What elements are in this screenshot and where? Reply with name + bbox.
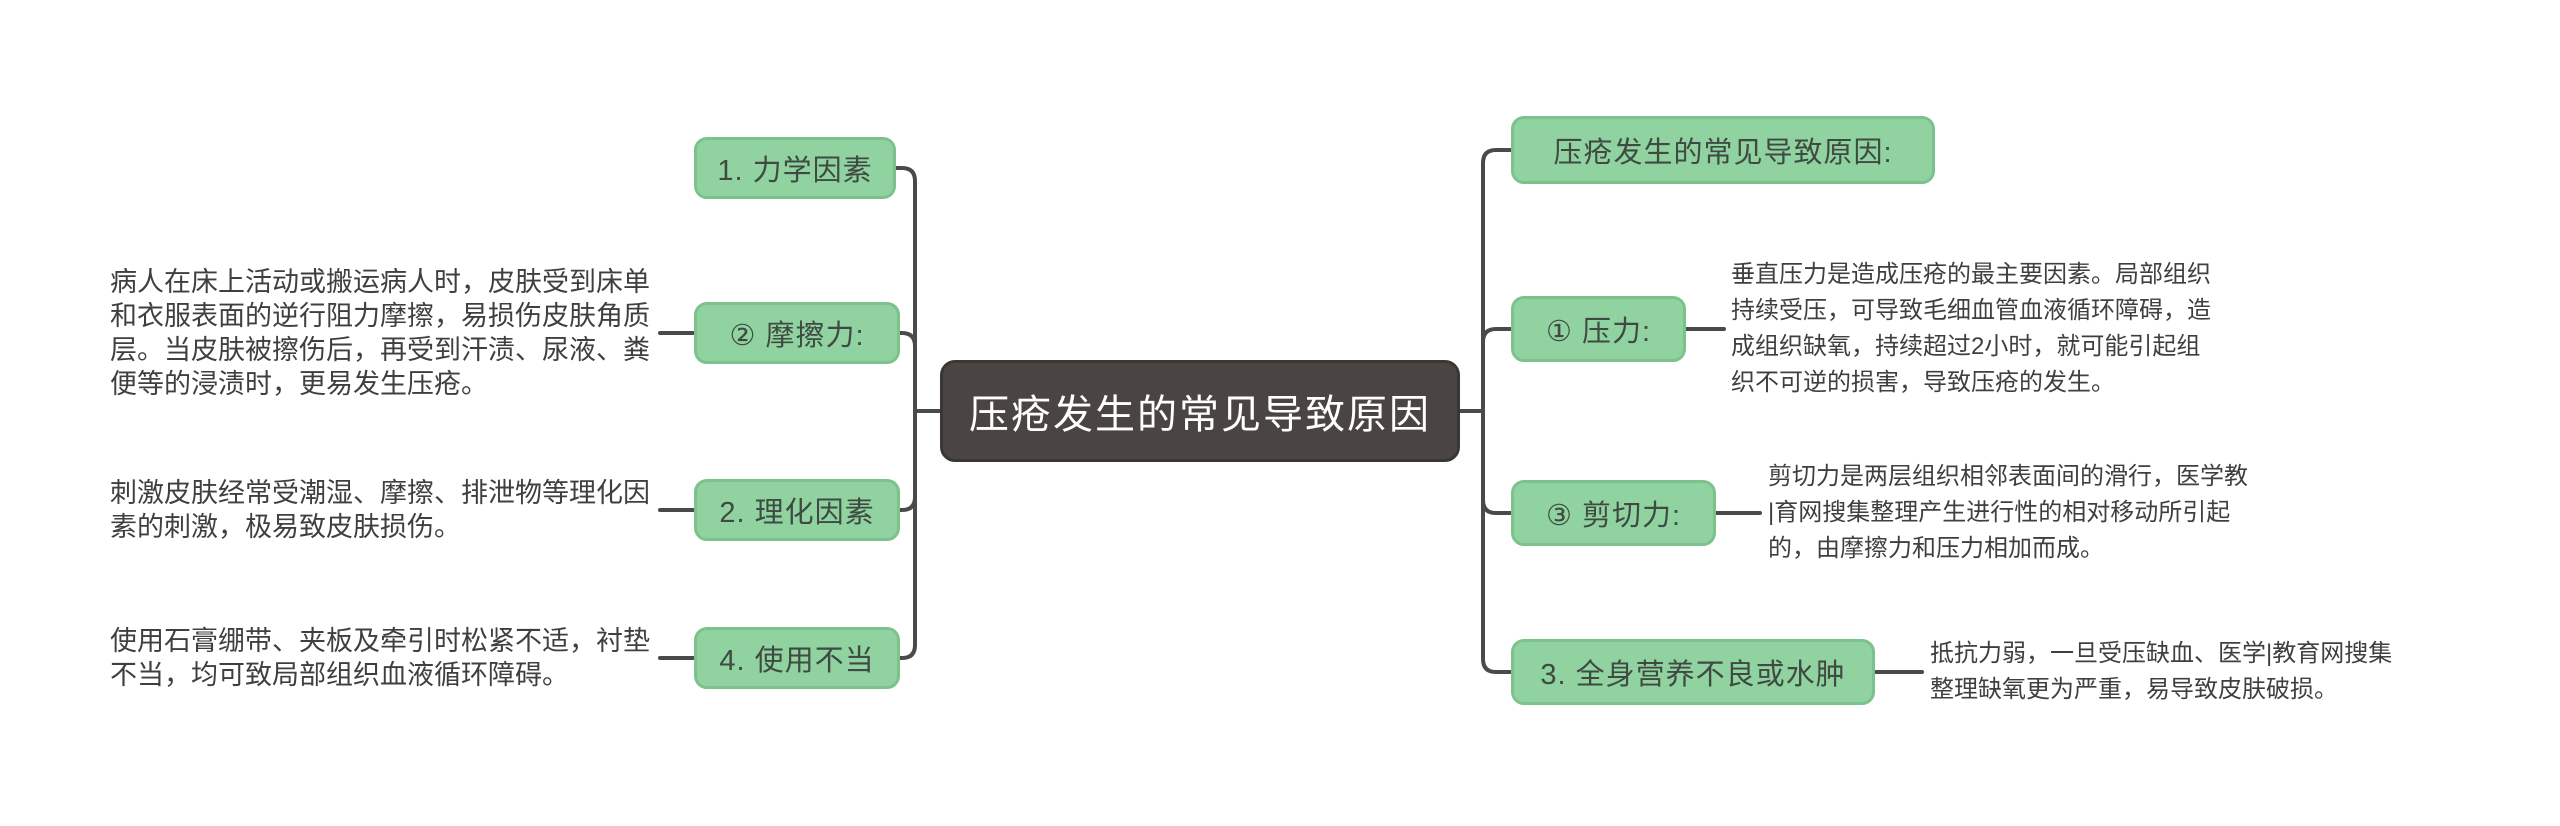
annotation-pressure: 垂直压力是造成压疮的最主要因素。局部组织 持续受压，可导致毛细血管血液循环障碍，… [1731,261,2211,396]
edge-left-improper [898,409,917,660]
edge-right-shear [1481,409,1513,515]
topic-malnutrition-edema[interactable]: 3. 全身营养不良或水肿 [1511,639,1875,705]
center-topic[interactable]: 压疮发生的常见导致原因 [940,360,1460,462]
edge-left-mech [894,166,917,413]
annotation-friction-force: 病人在床上活动或搬运病人时，皮肤受到床单 和衣服表面的逆行阻力摩擦，易损伤皮肤角… [110,267,650,399]
annotation-shear-force: 剪切力是两层组织相邻表面间的滑行，医学教 |育网搜集整理产生进行性的相对移动所引… [1768,463,2248,562]
edge-right-nutrition [1481,409,1513,674]
edge-right-pressure [1481,327,1513,413]
edge-left-physchem [898,409,917,512]
topic-common-causes-title[interactable]: 压疮发生的常见导致原因: [1511,116,1935,184]
edge-left-friction [898,331,917,413]
topic-physicochemical-factors[interactable]: 2. 理化因素 [694,479,900,541]
annotation-improper-use: 使用石膏绷带、夹板及牵引时松紧不适，衬垫 不当，均可致局部组织血液循环障碍。 [110,626,650,690]
topic-mechanical-factors[interactable]: 1. 力学因素 [694,137,896,199]
annotation-physicochemical-factors: 刺激皮肤经常受潮湿、摩擦、排泄物等理化因 素的刺激，极易致皮肤损伤。 [110,478,650,542]
topic-improper-use[interactable]: 4. 使用不当 [694,627,900,689]
annotation-malnutrition-edema: 抵抗力弱，一旦受压缺血、医学|教育网搜集 整理缺氧更为严重，易导致皮肤破损。 [1930,640,2393,703]
edge-right-title [1481,148,1513,413]
topic-shear-force[interactable]: ③ 剪切力: [1511,480,1716,546]
topic-pressure[interactable]: ① 压力: [1511,296,1686,362]
topic-friction-force[interactable]: ② 摩擦力: [694,302,900,364]
